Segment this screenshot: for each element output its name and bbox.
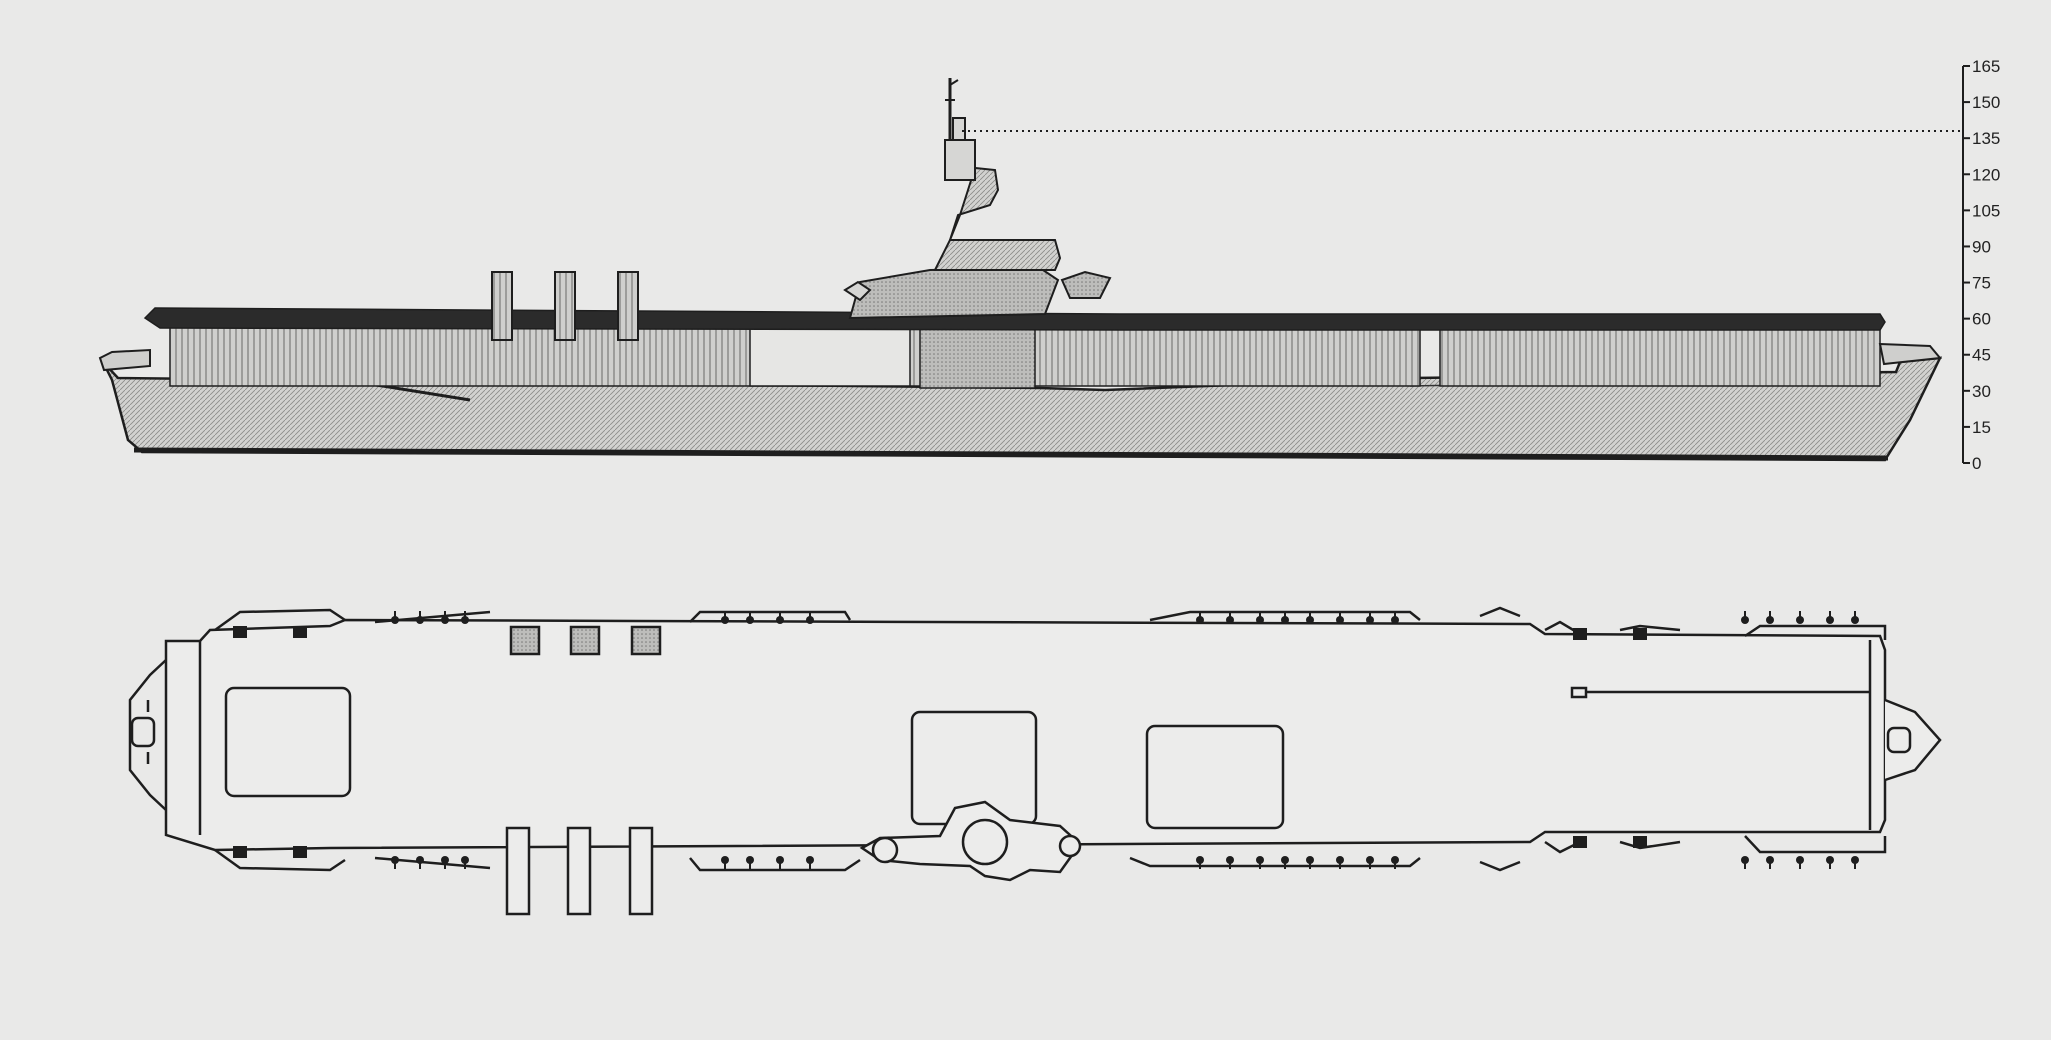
height-scale-label: 135: [1972, 129, 2000, 148]
height-scale-label: 105: [1972, 201, 2000, 220]
bow-overhang: [1878, 342, 1942, 366]
flight-deck-plan: [128, 606, 1942, 916]
plan-stacks: [509, 625, 662, 656]
bow-gun-mount: [1886, 726, 1912, 754]
height-scale-label: 15: [1972, 418, 1991, 437]
height-scale-label: 120: [1972, 165, 2000, 184]
height-scale-label: 30: [1972, 382, 1991, 401]
forward-elevator: [1145, 724, 1285, 830]
twin-mount-symbol: [1633, 628, 1647, 640]
gun-mounts: [233, 611, 1859, 869]
hangar-opening-forward: [1439, 327, 1881, 387]
plan-sponsons: [505, 826, 654, 916]
height-scale-label: 165: [1972, 57, 2000, 76]
height-scale-label: 150: [1972, 93, 2000, 112]
flight-deck-profile: [143, 307, 1886, 331]
twin-mount-symbol: [1573, 628, 1587, 640]
twin-mount-symbol: [233, 846, 247, 858]
stern-platform: [128, 659, 167, 811]
height-scale-label: 45: [1972, 346, 1991, 365]
height-scale-label: 75: [1972, 274, 1991, 293]
open-hangar-bay: [749, 321, 911, 387]
elevator-well: [919, 321, 1036, 389]
twin-mount-symbol: [233, 626, 247, 638]
keel-line: [133, 447, 1889, 461]
height-scale-label: 60: [1972, 310, 1991, 329]
stern-overhang: [98, 348, 151, 372]
stern-gun-mounts: [130, 700, 156, 764]
aft-elevator: [224, 686, 352, 798]
twin-mount-symbol: [1633, 836, 1647, 848]
island-superstructure: [843, 78, 1112, 320]
height-scale-label: 90: [1972, 237, 1991, 256]
plan-island: [859, 800, 1082, 882]
ship-side-elevation: [98, 78, 1943, 462]
stacks: [491, 271, 639, 341]
twin-mount-symbol: [293, 626, 307, 638]
bow-plan: [1884, 698, 1942, 782]
flight-deck-outline: [164, 618, 1887, 852]
height-scale-label: 0: [1972, 454, 1981, 473]
twin-mount-symbol: [293, 846, 307, 858]
twin-mount-symbol: [1573, 836, 1587, 848]
